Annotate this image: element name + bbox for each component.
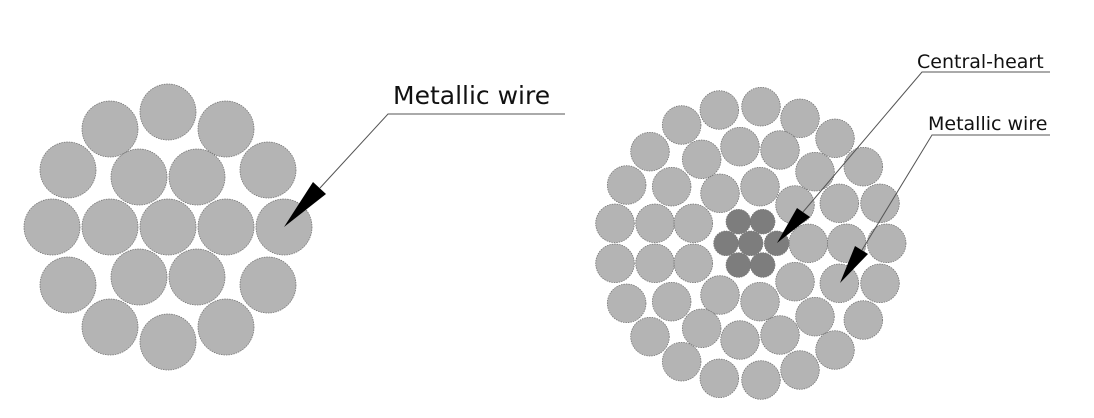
wire-strand	[700, 275, 740, 315]
wire-strand	[630, 131, 670, 172]
wire-strand	[699, 358, 740, 399]
wire-strand	[139, 83, 197, 141]
wire-strand	[110, 248, 168, 306]
wire-strand	[81, 198, 139, 256]
wire-strand	[815, 330, 855, 370]
wire-strand	[81, 100, 139, 158]
wire-strand	[110, 148, 168, 206]
wire-strand	[720, 320, 760, 360]
wire-strand	[760, 315, 800, 355]
wire-strand	[795, 151, 835, 192]
wire-strand	[700, 173, 740, 214]
wire-strand	[651, 281, 692, 322]
left-metallic-wire-label: Metallic wire	[393, 81, 550, 110]
wire-strand	[866, 223, 907, 264]
arrowhead	[840, 246, 868, 283]
central-heart-core	[713, 208, 790, 278]
leader-line	[861, 134, 1050, 251]
wire-strand	[860, 183, 900, 224]
wire-strand	[168, 248, 226, 306]
wire-strand	[843, 300, 884, 340]
wire-strand	[23, 198, 81, 256]
wire-strand	[741, 86, 781, 127]
left-metallic-wire-callout: Metallic wire	[284, 81, 565, 227]
wire-strand	[673, 203, 714, 244]
wire-strand	[741, 360, 781, 400]
wire-strand	[595, 243, 635, 284]
wire-strand	[651, 166, 692, 207]
wire-strand	[239, 141, 297, 199]
wire-strand	[740, 166, 780, 207]
wire-strand	[815, 118, 855, 159]
wire-strand	[780, 350, 820, 390]
wire-strand	[819, 183, 860, 224]
central-heart-callout: Central-heart	[777, 51, 1050, 243]
wire-strand	[168, 148, 226, 206]
left-cable-cross-section	[23, 83, 313, 371]
core-strand	[749, 252, 776, 278]
wire-strand	[139, 313, 197, 371]
wire-strand	[740, 281, 780, 322]
leader-line	[319, 113, 565, 189]
core-strand	[737, 230, 764, 257]
wire-strand	[760, 130, 800, 170]
wire-strand	[780, 98, 820, 139]
wire-strand	[661, 341, 702, 382]
leader-line	[802, 71, 1050, 213]
wire-strand	[606, 283, 647, 324]
wire-strand	[775, 261, 815, 302]
wire-strand	[197, 198, 255, 256]
wire-strand	[681, 139, 722, 180]
wire-strand	[788, 223, 829, 264]
core-strand	[749, 208, 776, 235]
wire-strand	[673, 243, 714, 284]
wire-strand	[699, 90, 740, 130]
central-heart-label: Central-heart	[917, 51, 1044, 73]
wire-strand	[39, 256, 97, 314]
wire-strand	[860, 263, 900, 304]
wire-strand	[630, 316, 670, 357]
wire-strand	[606, 165, 647, 205]
wire-strand	[239, 256, 297, 314]
wire-strand	[39, 141, 97, 199]
core-strand	[725, 252, 752, 278]
core-strand	[725, 208, 752, 235]
right-cable-cross-section	[595, 86, 907, 400]
arrowhead	[777, 208, 810, 243]
wire-strand	[635, 203, 675, 244]
right-metallic-wire-callout: Metallic wire	[840, 113, 1050, 283]
core-strand	[713, 230, 739, 257]
wire-strand	[139, 198, 197, 256]
arrowhead	[284, 182, 326, 227]
wire-strand	[843, 146, 884, 187]
wire-strand	[681, 308, 722, 349]
wire-strand	[819, 263, 860, 304]
wire-strand	[720, 126, 760, 167]
wire-strand	[595, 203, 635, 244]
wire-strand	[795, 296, 835, 337]
right-metallic-wire-label: Metallic wire	[928, 113, 1047, 135]
wire-strand	[635, 243, 675, 284]
wire-strand	[661, 105, 702, 145]
wire-strand	[197, 100, 255, 158]
wire-strand	[81, 298, 139, 356]
wire-strand	[197, 298, 255, 356]
